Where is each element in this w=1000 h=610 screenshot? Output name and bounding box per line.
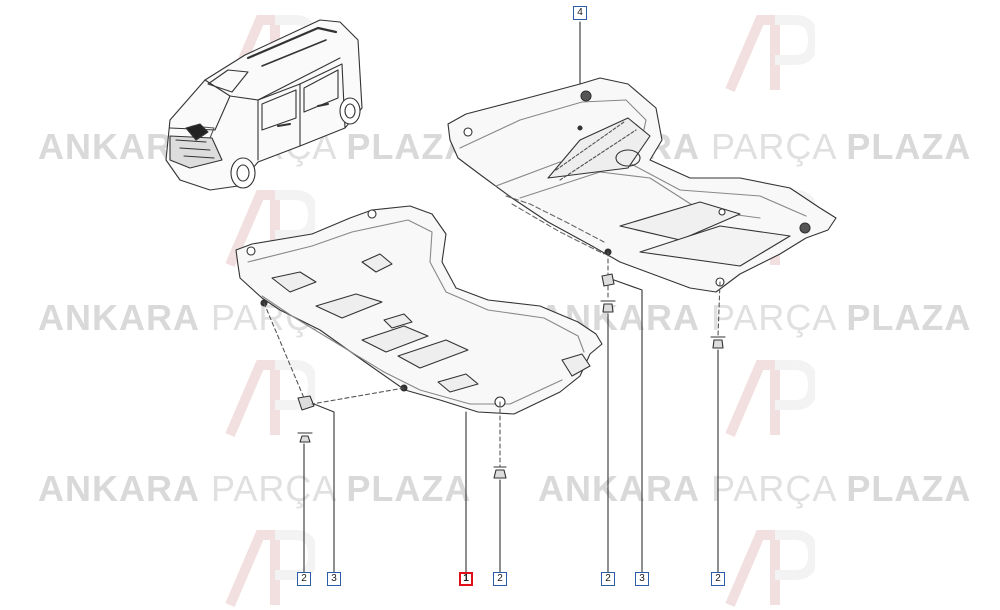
callout-main-plate[interactable]: 1 <box>459 572 473 586</box>
callout-right-stud-a[interactable]: 2 <box>601 572 615 586</box>
callout-top-plate[interactable]: 4 <box>573 6 587 20</box>
fasteners <box>297 273 726 479</box>
callout-main-stud[interactable]: 2 <box>493 572 507 586</box>
rear-skid-plate <box>447 77 837 293</box>
leader-lines <box>303 21 719 573</box>
callout-left-stud[interactable]: 2 <box>297 572 311 586</box>
assembly-lines <box>263 251 721 467</box>
callout-right-clip[interactable]: 3 <box>635 572 649 586</box>
main-skid-plate <box>235 205 603 415</box>
callout-right-stud-b[interactable]: 2 <box>711 572 725 586</box>
callout-left-clip[interactable]: 3 <box>327 572 341 586</box>
vehicle-illustration <box>165 19 363 191</box>
